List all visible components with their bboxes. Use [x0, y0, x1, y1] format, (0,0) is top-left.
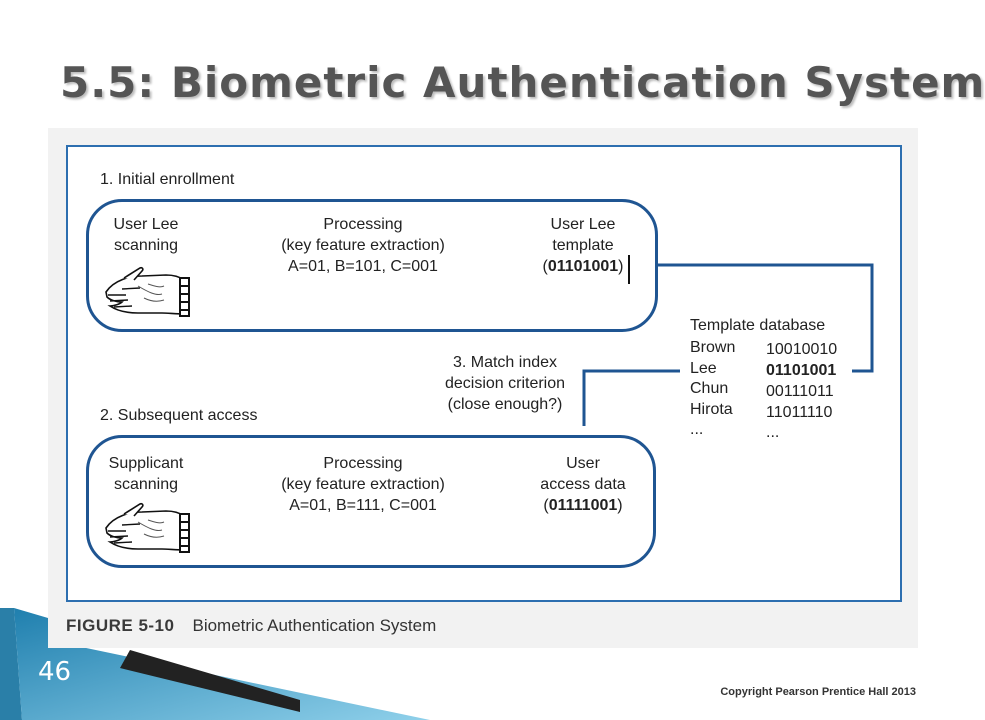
- figure-caption: FIGURE 5-10 Biometric Authentication Syst…: [66, 616, 436, 636]
- enrollment-processing-label: Processing (key feature extraction) A=01…: [281, 216, 445, 275]
- enrollment-user-label: User Lee scanning: [113, 216, 179, 254]
- database-code-more: ...: [766, 424, 780, 441]
- hand-icon: [105, 502, 190, 553]
- slide-title: 5.5: Biometric Authentication System: [60, 58, 985, 107]
- access-data-label: User access data (01111001): [540, 455, 626, 514]
- corner-wave: [14, 608, 430, 720]
- database-name-brown: Brown: [690, 339, 736, 356]
- match-criterion-label: 3. Match index decision criterion (close…: [444, 354, 566, 413]
- copyright-notice: Copyright Pearson Prentice Hall 2013: [720, 686, 916, 698]
- database-name-more: ...: [690, 421, 704, 438]
- database-heading: Template database: [690, 317, 826, 334]
- database-to-match-line: [582, 369, 680, 426]
- corner-decoration: [0, 608, 430, 720]
- database-name-lee: Lee: [690, 360, 717, 377]
- corner-shadow: [120, 650, 300, 712]
- access-heading: 2. Subsequent access: [100, 407, 258, 424]
- access-box: [86, 435, 656, 568]
- database-name-chun: Chun: [690, 380, 729, 397]
- database-code-lee: 01101001: [766, 362, 837, 379]
- database-code-brown: 10010010: [766, 341, 838, 358]
- hand-icon: [105, 266, 190, 317]
- slide-number: 46: [38, 657, 72, 687]
- database-code-hirota: 11011110: [766, 404, 833, 421]
- enrollment-to-database-line: [658, 263, 874, 373]
- enrollment-template-label: User Lee template (01101001): [542, 216, 624, 275]
- corner-stripe: [0, 608, 22, 720]
- access-data-value: 01111001: [548, 497, 618, 514]
- diagram-frame: [66, 145, 902, 602]
- database-code-chun: 00111011: [766, 383, 834, 400]
- access-processing-label: Processing (key feature extraction) A=01…: [281, 455, 445, 514]
- enrollment-template-value: 01101001: [547, 258, 619, 275]
- enrollment-heading: 1. Initial enrollment: [100, 171, 235, 188]
- figure-caption-label: FIGURE 5-10: [66, 616, 175, 635]
- enrollment-box: [86, 199, 658, 332]
- database-name-hirota: Hirota: [690, 401, 733, 418]
- access-user-label: Supplicant scanning: [108, 455, 184, 493]
- connector-lines: [582, 255, 874, 426]
- figure-caption-text: Biometric Authentication System: [192, 616, 437, 635]
